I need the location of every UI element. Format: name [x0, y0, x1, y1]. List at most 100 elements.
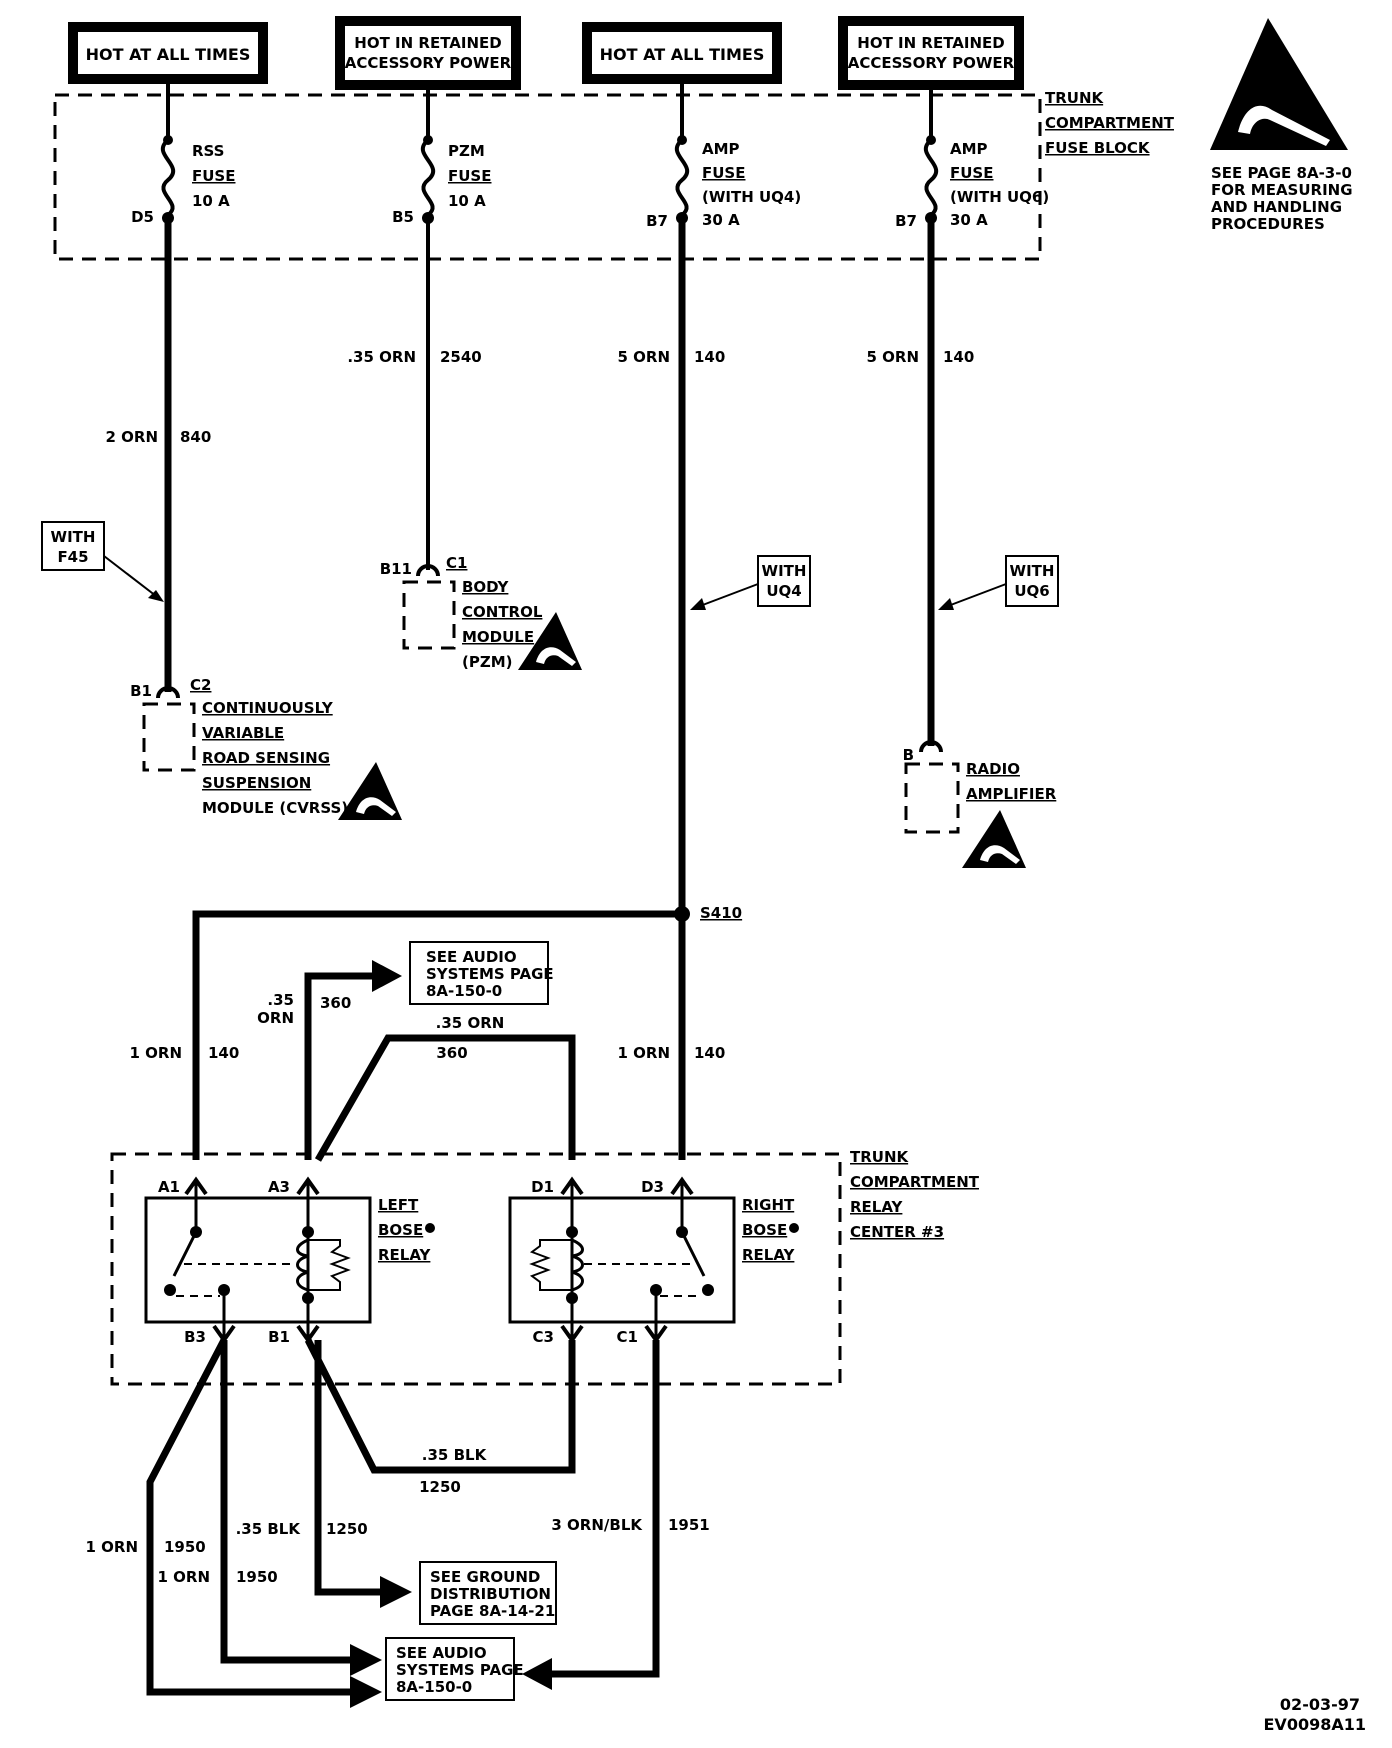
relay-center: TRUNK COMPARTMENT RELAY CENTER #3	[110, 1148, 980, 1386]
esd-note-1: SEE PAGE 8A-3-0	[1211, 164, 1352, 182]
fuse-rss-label-1: RSS	[192, 142, 224, 160]
ref-ground: SEE GROUND DISTRIBUTION PAGE 8A-14-21	[419, 1561, 557, 1625]
power-source-2: HOT IN RETAINED ACCESSORY POWER	[335, 16, 521, 90]
fuse-rss-label-3: 10 A	[192, 192, 230, 210]
wire-1950-inner	[220, 1340, 350, 1664]
left-relay-name-2: BOSE	[378, 1221, 423, 1239]
wire-140c-circuit: 140	[208, 1044, 239, 1062]
power-source-3: HOT AT ALL TIMES	[582, 22, 782, 84]
cvrss-connector: C2	[190, 676, 211, 694]
right-relay-name-3: RELAY	[742, 1246, 796, 1264]
arrow-audio-bottom-1-icon	[350, 1676, 382, 1708]
bcm-name-2: CONTROL	[462, 603, 543, 621]
wire-2540-gauge: .35 ORN	[347, 348, 416, 366]
right-relay-name-1: RIGHT	[742, 1196, 795, 1214]
fuse-amp-uq4-label-3: (WITH UQ4)	[702, 188, 801, 206]
fuse-amp-uq4: AMP FUSE (WITH UQ4) 30 A B7	[646, 84, 801, 230]
wire-140b-gauge: 5 ORN	[866, 348, 919, 366]
option-uq6-2: UQ6	[1014, 582, 1049, 600]
arrow-audio-top-icon	[372, 960, 402, 992]
arrow-ground-icon	[380, 1576, 412, 1608]
wire-140d-gauge: 1 ORN	[617, 1044, 670, 1062]
option-f45-2: F45	[57, 548, 88, 566]
amp-name-1: RADIO	[966, 760, 1020, 778]
esd-note-2: FOR MEASURING	[1211, 181, 1353, 199]
bcm-name-1: BODY	[462, 578, 510, 596]
fuse-pzm-label-3: 10 A	[448, 192, 486, 210]
fuse-amp-uq4-label-1: AMP	[702, 140, 740, 158]
wire-1950b-gauge: 1 ORN	[157, 1568, 210, 1586]
cvrss-name-4: SUSPENSION	[202, 774, 311, 792]
arrow-audio-bottom-2-icon	[350, 1644, 382, 1676]
cvrss-name-5: MODULE (CVRSS)	[202, 799, 348, 817]
fuse-pzm-cavity: B5	[392, 208, 414, 226]
footer-code: EV0098A11	[1264, 1715, 1367, 1734]
option-uq4-1: WITH	[762, 562, 807, 580]
ref-audio-bottom-1: SEE AUDIO	[396, 1644, 487, 1662]
bcm-connector: C1	[446, 554, 467, 572]
wire-360b-circuit: 360	[436, 1044, 467, 1062]
fuse-block-name-3: FUSE BLOCK	[1045, 139, 1151, 157]
left-bose-relay: A1 A3 B3 B1 LEFT BOSE RELAY	[144, 1176, 435, 1346]
wire-360a-gauge-1: .35	[267, 991, 294, 1009]
amp-pin: B	[903, 746, 914, 764]
wire-360-a	[304, 972, 372, 1160]
option-uq6-1: WITH	[1010, 562, 1055, 580]
power-source-2-label-line1: HOT IN RETAINED	[354, 34, 501, 52]
wire-1250-ground-link	[304, 1338, 576, 1474]
ref-ground-1: SEE GROUND	[430, 1568, 540, 1586]
ref-ground-2: DISTRIBUTION	[430, 1585, 551, 1603]
wire-140b-circuit: 140	[943, 348, 974, 366]
wire-840-circuit: 840	[180, 428, 211, 446]
left-relay-pin-a1: A1	[158, 1178, 180, 1196]
splice-s410-label: S410	[700, 904, 742, 922]
esd-note-4: PROCEDURES	[1211, 215, 1325, 233]
ref-audio-bottom-3: 8A-150-0	[396, 1678, 472, 1696]
option-f45-1: WITH	[51, 528, 96, 546]
relay-center-name-2: COMPARTMENT	[850, 1173, 980, 1191]
wire-1250b-circuit: 1250	[326, 1520, 368, 1538]
footer-date: 02-03-97	[1280, 1695, 1360, 1714]
wire-2540-circuit: 2540	[440, 348, 482, 366]
wire-140d-circuit: 140	[694, 1044, 725, 1062]
fuse-pzm: PZM FUSE 10 A B5	[392, 90, 491, 226]
wire-1950a-circuit: 1950	[164, 1538, 206, 1556]
wire-1250-to-ground	[314, 1340, 380, 1596]
wire-360a-circuit: 360	[320, 994, 351, 1012]
power-source-3-label: HOT AT ALL TIMES	[600, 45, 765, 64]
ref-audio-top-2: SYSTEMS PAGE	[426, 965, 554, 983]
fuse-rss-cavity: D5	[131, 208, 154, 226]
power-source-4-label-line1: HOT IN RETAINED	[857, 34, 1004, 52]
cvrss-name-3: ROAD SENSING	[202, 749, 330, 767]
relay-center-name-4: CENTER #3	[850, 1223, 944, 1241]
wire-1250a-circuit: 1250	[419, 1478, 461, 1496]
fuse-amp-uq4-label-4: 30 A	[702, 211, 740, 229]
amp-name-2: AMPLIFIER	[966, 785, 1057, 803]
option-uq4-2: UQ4	[766, 582, 801, 600]
power-source-2-label-line2: ACCESSORY POWER	[345, 54, 512, 72]
relay-center-name-1: TRUNK	[850, 1148, 910, 1166]
wire-140c-gauge: 1 ORN	[129, 1044, 182, 1062]
fuse-rss-label-2: FUSE	[192, 167, 235, 185]
left-relay-name-1: LEFT	[378, 1196, 419, 1214]
right-relay-pin-c1: C1	[617, 1328, 638, 1346]
fuse-amp-uq6-label-1: AMP	[950, 140, 988, 158]
right-relay-pin-d3: D3	[641, 1178, 664, 1196]
ref-audio-bottom: SEE AUDIO SYSTEMS PAGE 8A-150-0	[385, 1637, 524, 1701]
wire-1951	[552, 1340, 660, 1678]
esd-icon-bcm	[518, 612, 582, 670]
right-relay-pin-c3: C3	[533, 1328, 554, 1346]
fuse-amp-uq6: AMP FUSE (WITH UQ6) 30 A B7	[895, 90, 1049, 230]
wire-360b-gauge: .35 ORN	[436, 1014, 505, 1032]
fuse-pzm-label-2: FUSE	[448, 167, 491, 185]
wire-1250a-gauge: .35 BLK	[422, 1446, 488, 1464]
esd-note-3: AND HANDLING	[1211, 198, 1342, 216]
fuse-amp-uq4-cavity: B7	[646, 212, 668, 230]
wire-1950b-circuit: 1950	[236, 1568, 278, 1586]
fuse-rss: RSS FUSE 10 A D5	[131, 84, 235, 226]
body-control-module: B11 C1 BODY CONTROL MODULE (PZM)	[380, 554, 543, 671]
radio-amplifier: B RADIO AMPLIFIER	[903, 740, 1057, 834]
wire-840-gauge: 2 ORN	[105, 428, 158, 446]
power-source-4-label-line2: ACCESSORY POWER	[848, 54, 1015, 72]
